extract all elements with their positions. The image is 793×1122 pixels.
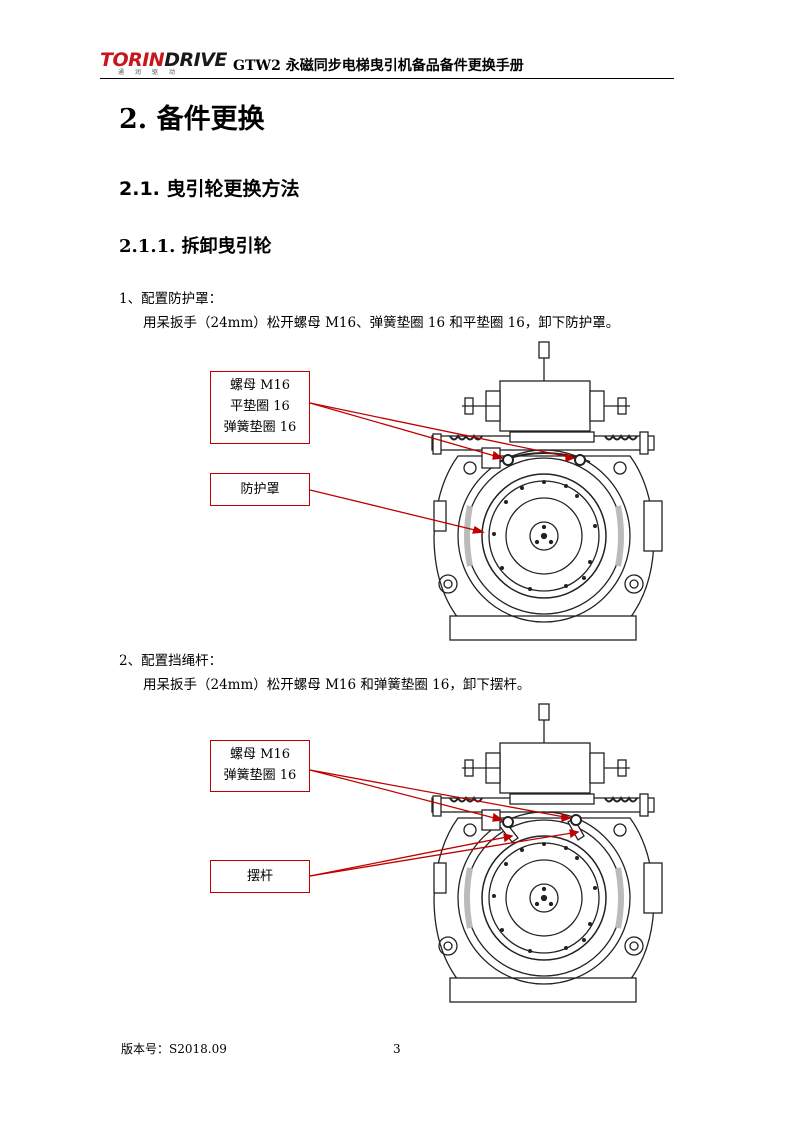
step-2-instruction: 用呆扳手（24mm）松开螺母 M16 和弹簧垫圈 16，卸下摆杆。 [143,677,531,693]
callout-label-swing-arm: 摆杆 [246,869,273,884]
traction-machine-drawing-2 [309,703,663,1003]
callout-fasteners-2: 螺母 M16 弹簧垫圈 16 [210,740,310,792]
logo-wordmark: TORINDRIVE [100,50,227,70]
callout-label-flat-washer: 平垫圈 16 [230,399,290,414]
callout-swing-arm: 摆杆 [210,860,310,893]
callout-label-nut: 螺母 M16 [230,378,290,393]
logo-subtitle: 通润驱动 [118,69,187,76]
section-heading-1: 2. 备件更换 [119,104,265,135]
step-2-title: 2、配置挡绳杆： [119,653,223,669]
callout-label-cover: 防护罩 [240,482,280,497]
logo-text-drive: DRIVE [164,49,227,71]
callout-label-spring-washer: 弹簧垫圈 16 [223,420,297,435]
document-title: GTW2 永磁同步电梯曳引机备品备件更换手册 [233,58,524,74]
section-heading-2: 2.1. 曳引轮更换方法 [119,178,300,200]
step-1-instruction: 用呆扳手（24mm）松开螺母 M16、弹簧垫圈 16 和平垫圈 16，卸下防护罩… [143,315,620,331]
callout-label-nut: 螺母 M16 [230,747,290,762]
figure-rope-guard: 螺母 M16 弹簧垫圈 16 摆杆 [200,698,680,1008]
step-1-title: 1、配置防护罩： [119,291,223,307]
section-heading-3: 2.1.1. 拆卸曳引轮 [119,236,272,257]
callout-protective-cover: 防护罩 [210,473,310,506]
figure-protective-cover: 螺母 M16 平垫圈 16 弹簧垫圈 16 防护罩 [200,336,680,646]
logo-text-torin: TORIN [100,49,165,71]
header-divider [100,78,674,79]
torindrive-logo: TORINDRIVE 通润驱动 [100,50,230,76]
traction-machine-drawing-1 [309,341,663,641]
page-number: 3 [393,1042,401,1056]
version-number: 版本号：S2018.09 [121,1042,227,1056]
callout-label-spring-washer: 弹簧垫圈 16 [223,768,297,783]
callout-fasteners-1: 螺母 M16 平垫圈 16 弹簧垫圈 16 [210,371,310,444]
